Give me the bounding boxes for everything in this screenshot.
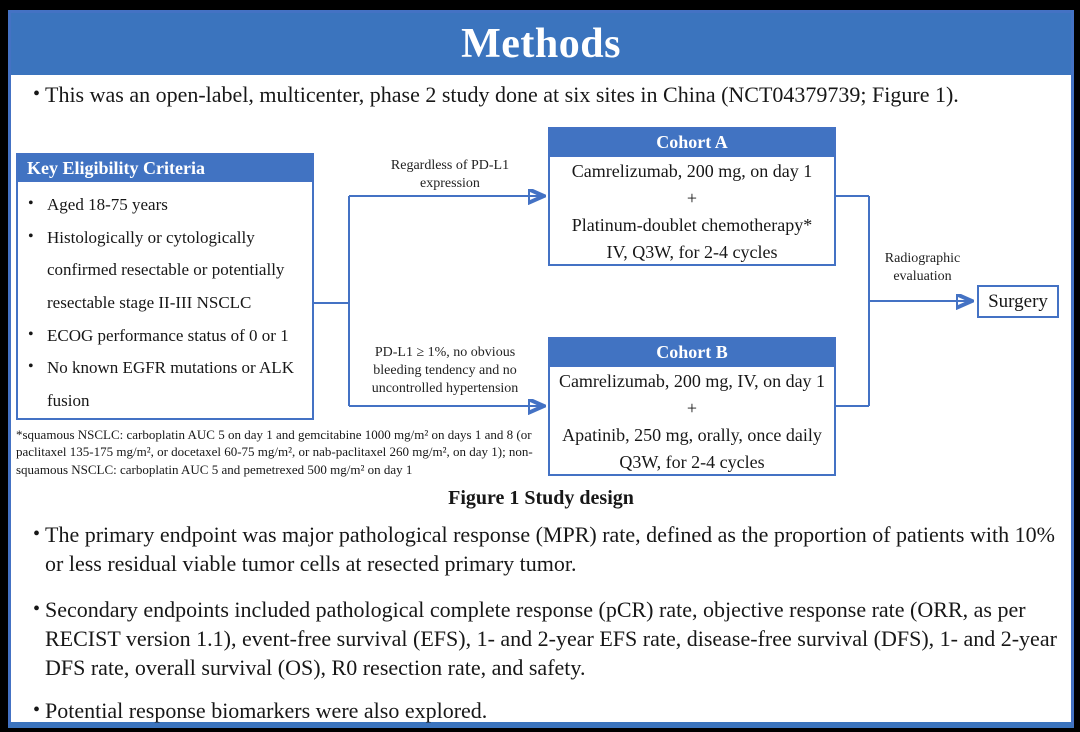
- bullet-dot-icon: •: [33, 523, 41, 545]
- cohort-b-line: +: [686, 398, 698, 418]
- cohort-b-box: Cohort B Camrelizumab, 200 mg, IV, on da…: [548, 337, 836, 476]
- cohort-a-header: Cohort A: [550, 129, 834, 157]
- cohort-a-line: IV, Q3W, for 2-4 cycles: [606, 242, 778, 262]
- cohort-b-header: Cohort B: [550, 339, 834, 367]
- chemotherapy-footnote: *squamous NSCLC: carboplatin AUC 5 on da…: [16, 427, 533, 477]
- endpoint-bullet-text: Secondary endpoints included pathologica…: [45, 597, 1057, 681]
- cohort-b-line: Q3W, for 2-4 cycles: [619, 452, 765, 472]
- endpoint-bullet-text: Potential response biomarkers were also …: [45, 698, 488, 723]
- eligibility-item: No known EGFR mutations or ALK fusion: [26, 352, 310, 417]
- cohort-a-box: Cohort A Camrelizumab, 200 mg, on day 1 …: [548, 127, 836, 266]
- eligibility-item: Aged 18-75 years: [26, 189, 310, 222]
- figure-caption: Figure 1 Study design: [448, 487, 634, 509]
- branch-top-label: Regardless of PD-L1 expression: [390, 158, 510, 192]
- surgery-label: Surgery: [988, 290, 1048, 312]
- surgery-box: Surgery: [977, 285, 1059, 318]
- title-band: Methods: [11, 13, 1071, 75]
- page-title: Methods: [461, 21, 621, 67]
- cohort-b-line: Camrelizumab, 200 mg, IV, on day 1: [558, 371, 826, 391]
- eligibility-item: ECOG performance status of 0 or 1: [26, 320, 310, 353]
- eligibility-list: Aged 18-75 years Histologically or cytol…: [18, 182, 312, 417]
- cohort-a-body: Camrelizumab, 200 mg, on day 1 + Platinu…: [550, 157, 834, 266]
- bullet-dot-icon: •: [33, 598, 41, 620]
- cohort-a-line: Camrelizumab, 200 mg, on day 1: [571, 161, 813, 181]
- eligibility-header: Key Eligibility Criteria: [18, 155, 312, 182]
- branch-bottom-label: PD-L1 ≥ 1%, no obvious bleeding tendency…: [371, 345, 519, 397]
- eligibility-item: Histologically or cytologically confirme…: [26, 222, 310, 320]
- cohort-a-line: Platinum-doublet chemotherapy*: [571, 215, 813, 235]
- endpoint-bullet: • The primary endpoint was major patholo…: [21, 520, 1065, 578]
- cohort-a-line: +: [686, 188, 698, 208]
- endpoint-bullet: • Potential response biomarkers were als…: [21, 696, 1065, 725]
- bullet-dot-icon: •: [33, 83, 41, 105]
- intro-bullet-text: This was an open-label, multicenter, pha…: [45, 82, 959, 107]
- bullet-dot-icon: •: [33, 699, 41, 721]
- eligibility-box: Key Eligibility Criteria Aged 18-75 year…: [16, 153, 314, 420]
- radiographic-evaluation-label: Radiographic evaluation: [884, 251, 961, 285]
- slide: Methods • This was an open-label, multic…: [8, 10, 1074, 728]
- endpoint-bullet-text: The primary endpoint was major pathologi…: [45, 522, 1055, 577]
- cohort-b-body: Camrelizumab, 200 mg, IV, on day 1 + Apa…: [550, 367, 834, 476]
- cohort-b-line: Apatinib, 250 mg, orally, once daily: [562, 425, 822, 445]
- intro-bullet: • This was an open-label, multicenter, p…: [21, 80, 1065, 109]
- endpoint-bullet: • Secondary endpoints included pathologi…: [21, 595, 1065, 682]
